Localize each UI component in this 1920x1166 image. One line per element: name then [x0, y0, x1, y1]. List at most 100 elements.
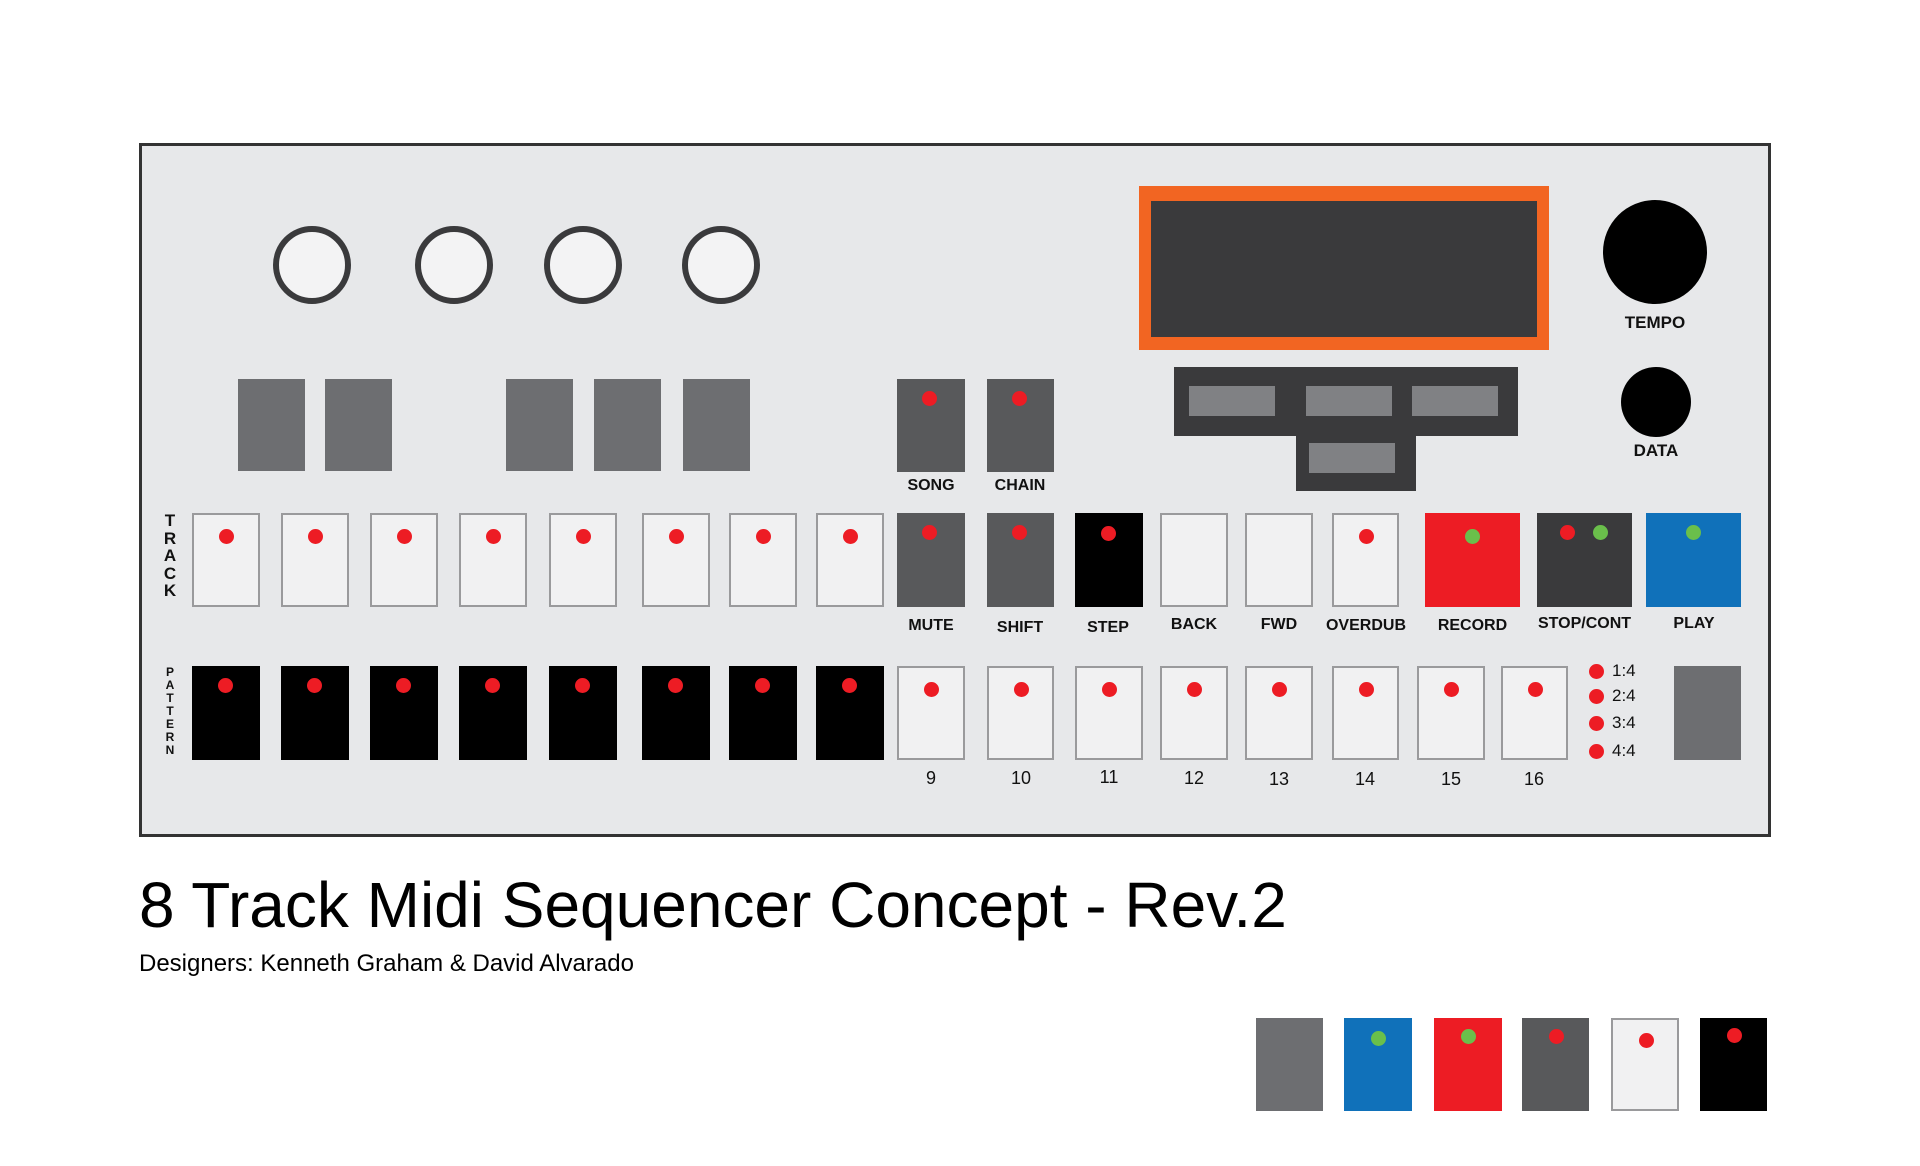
step-button-11[interactable] — [1075, 666, 1143, 760]
pattern-letter: T — [166, 691, 174, 705]
step-led — [1359, 682, 1374, 697]
step-number-11: 11 — [1099, 767, 1119, 787]
track-button-6[interactable] — [642, 513, 710, 607]
back-label: BACK — [1170, 616, 1218, 633]
song-button[interactable] — [897, 379, 965, 472]
knob-2[interactable] — [415, 226, 493, 304]
step-button-12[interactable] — [1160, 666, 1228, 760]
pattern-button-8[interactable] — [816, 666, 884, 760]
mute-led — [922, 525, 937, 540]
pattern-letter: R — [165, 730, 175, 744]
pattern-button-5[interactable] — [549, 666, 617, 760]
record-label: RECORD — [1437, 617, 1508, 634]
pattern-button-6[interactable] — [642, 666, 710, 760]
pattern-letter: P — [165, 665, 174, 679]
pattern-led — [485, 678, 500, 693]
swatch-led — [1461, 1029, 1476, 1044]
track-led — [576, 529, 591, 544]
track-button-3[interactable] — [370, 513, 438, 607]
display-button-4[interactable] — [1309, 443, 1395, 473]
record-button[interactable] — [1425, 513, 1520, 607]
step-led — [1101, 526, 1116, 541]
chain-button[interactable] — [987, 379, 1054, 472]
track-led — [308, 529, 323, 544]
swatch-led — [1727, 1028, 1742, 1043]
ratio-label-3: 3:4 — [1612, 713, 1636, 732]
track-button-1[interactable] — [192, 513, 260, 607]
display-button-2[interactable] — [1306, 386, 1392, 416]
step-number-16: 16 — [1523, 769, 1545, 789]
pattern-letter: E — [165, 717, 174, 731]
step-button-10[interactable] — [987, 666, 1054, 760]
shift-button[interactable] — [987, 513, 1054, 607]
step-led — [1272, 682, 1287, 697]
upper-button-5[interactable] — [683, 379, 750, 471]
upper-button-3[interactable] — [506, 379, 573, 471]
fwd-button[interactable] — [1245, 513, 1313, 607]
cont-led — [1593, 525, 1608, 540]
pattern-letter: T — [166, 704, 174, 718]
step-led — [924, 682, 939, 697]
mute-button[interactable] — [897, 513, 965, 607]
song-led — [922, 391, 937, 406]
pattern-button-3[interactable] — [370, 666, 438, 760]
ratio-led-4 — [1589, 744, 1604, 759]
track-led — [756, 529, 771, 544]
play-led — [1686, 525, 1701, 540]
ratio-label-2: 2:4 — [1612, 686, 1636, 705]
pattern-button-2[interactable] — [281, 666, 349, 760]
stop-cont-button[interactable] — [1537, 513, 1632, 607]
pattern-led — [668, 678, 683, 693]
track-side-label: T R A C K — [160, 512, 180, 600]
ratio-label-1: 1:4 — [1612, 661, 1636, 680]
swatch-white — [1611, 1018, 1679, 1111]
display-button-1[interactable] — [1189, 386, 1275, 416]
pattern-button-4[interactable] — [459, 666, 527, 760]
upper-button-1[interactable] — [238, 379, 305, 471]
track-button-5[interactable] — [549, 513, 617, 607]
upper-button-4[interactable] — [594, 379, 661, 471]
swatch-led — [1371, 1031, 1386, 1046]
play-button[interactable] — [1646, 513, 1741, 607]
back-button[interactable] — [1160, 513, 1228, 607]
track-letter: K — [163, 581, 177, 600]
track-button-7[interactable] — [729, 513, 797, 607]
step-button-13[interactable] — [1245, 666, 1313, 760]
ratio-button[interactable] — [1674, 666, 1741, 760]
knob-3[interactable] — [544, 226, 622, 304]
tempo-knob[interactable] — [1603, 200, 1707, 304]
overdub-led — [1359, 529, 1374, 544]
record-led — [1465, 529, 1480, 544]
overdub-button[interactable] — [1332, 513, 1399, 607]
step-button-14[interactable] — [1332, 666, 1399, 760]
stop-cont-label: STOP/CONT — [1537, 615, 1632, 632]
knob-1[interactable] — [273, 226, 351, 304]
pattern-letter: A — [165, 678, 175, 692]
swatch-dark-gray — [1522, 1018, 1589, 1111]
display-button-3[interactable] — [1412, 386, 1498, 416]
display-screen — [1151, 201, 1537, 337]
step-led — [1014, 682, 1029, 697]
knob-4[interactable] — [682, 226, 760, 304]
track-button-8[interactable] — [816, 513, 884, 607]
step-button-16[interactable] — [1501, 666, 1568, 760]
track-button-2[interactable] — [281, 513, 349, 607]
track-letter: R — [163, 528, 177, 548]
pattern-led — [755, 678, 770, 693]
step-label: STEP — [1087, 619, 1129, 636]
step-button[interactable] — [1075, 513, 1143, 607]
step-led — [1102, 682, 1117, 697]
step-led — [1528, 682, 1543, 697]
pattern-button-1[interactable] — [192, 666, 260, 760]
pattern-button-7[interactable] — [729, 666, 797, 760]
ratio-led-1 — [1589, 664, 1604, 679]
track-button-4[interactable] — [459, 513, 527, 607]
data-knob[interactable] — [1621, 367, 1691, 437]
step-button-9[interactable] — [897, 666, 965, 760]
step-number-13: 13 — [1268, 769, 1290, 789]
track-letter: A — [163, 546, 177, 565]
display-frame — [1139, 186, 1549, 350]
pattern-led — [218, 678, 233, 693]
upper-button-2[interactable] — [325, 379, 392, 471]
step-button-15[interactable] — [1417, 666, 1485, 760]
